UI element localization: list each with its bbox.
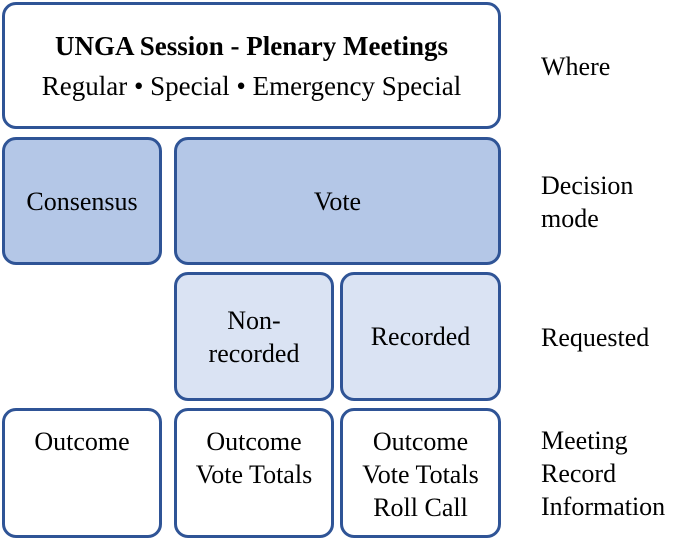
row-label-where: Where <box>541 52 611 81</box>
non-recorded-box: Non- recorded <box>174 272 334 401</box>
consensus-record-box: Outcome <box>2 408 162 538</box>
consensus-box: Consensus <box>2 137 162 265</box>
session-title: UNGA Session - Plenary Meetings <box>55 30 448 61</box>
row-label-decision-mode-line-1: Decision <box>541 171 634 200</box>
row-label-meeting-record-line-1: Meeting <box>541 426 628 455</box>
recorded-record-line-2: Vote Totals <box>362 460 479 489</box>
consensus-label: Consensus <box>26 186 138 216</box>
recorded-record-line-3: Roll Call <box>373 493 468 522</box>
non-recorded-label-line-2: recorded <box>208 338 300 368</box>
row-label-meeting-record: Meeting Record Information <box>541 424 665 523</box>
row-label-meeting-record-line-3: Information <box>541 492 666 521</box>
non-recorded-record-line-1: Outcome <box>206 427 302 456</box>
session-types: Regular • Special • Emergency Special <box>41 70 462 101</box>
recorded-label: Recorded <box>370 322 471 351</box>
row-label-decision-mode: Decision mode <box>541 169 633 235</box>
row-label-meeting-record-line-2: Record <box>541 459 617 488</box>
vote-label: Vote <box>313 186 362 216</box>
row-label-requested: Requested <box>541 323 650 352</box>
vote-box: Vote <box>174 137 501 265</box>
non-recorded-label-line-1: Non- <box>227 305 281 335</box>
non-recorded-record-box: Outcome Vote Totals <box>174 408 334 538</box>
session-box: UNGA Session - Plenary Meetings Regular … <box>2 2 501 129</box>
non-recorded-record-line-2: Vote Totals <box>195 460 313 489</box>
recorded-record-line-1: Outcome <box>372 427 469 456</box>
consensus-record-line-1: Outcome <box>34 427 130 456</box>
recorded-record-box: Outcome Vote Totals Roll Call <box>340 408 501 538</box>
recorded-box: Recorded <box>340 272 501 401</box>
row-label-decision-mode-line-2: mode <box>541 204 599 233</box>
